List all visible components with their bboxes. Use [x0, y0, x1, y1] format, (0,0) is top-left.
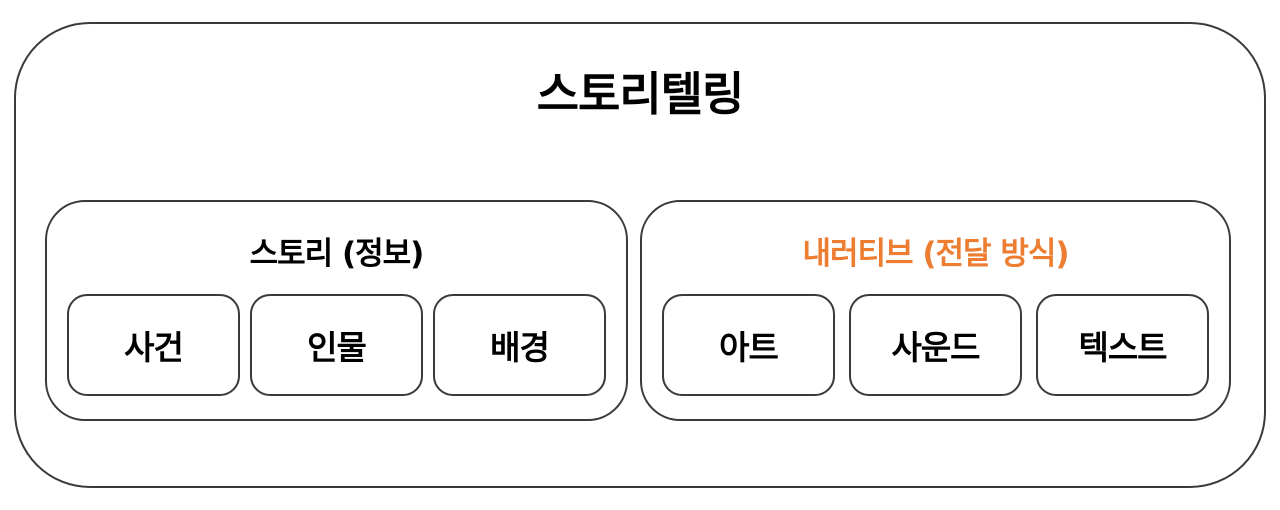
- group-story-items: 사건 인물 배경: [67, 294, 606, 396]
- group-narrative-title: 내러티브 (전달 방식): [802, 236, 1069, 272]
- item-art: 아트: [662, 294, 835, 396]
- group-story: 스토리 (정보) 사건 인물 배경: [45, 200, 628, 421]
- item-text: 텍스트: [1036, 294, 1209, 396]
- item-sound: 사운드: [849, 294, 1022, 396]
- item-character: 인물: [250, 294, 423, 396]
- item-setting: 배경: [433, 294, 606, 396]
- storytelling-container: [14, 22, 1266, 488]
- group-narrative-items: 아트 사운드 텍스트: [662, 294, 1209, 396]
- group-story-title: 스토리 (정보): [249, 236, 425, 272]
- diagram-title: 스토리텔링: [536, 67, 745, 121]
- group-narrative: 내러티브 (전달 방식) 아트 사운드 텍스트: [640, 200, 1231, 421]
- item-event: 사건: [67, 294, 240, 396]
